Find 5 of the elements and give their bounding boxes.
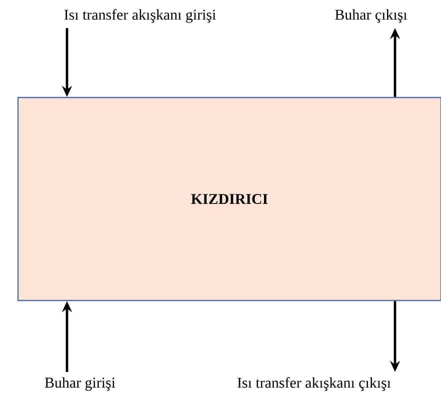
process-box: KIZDIRICI xyxy=(17,96,441,302)
port-label: Buhar girişi xyxy=(44,377,116,391)
port-label: Buhar çıkışı xyxy=(335,9,408,23)
port-label: Isı transfer akışkanı çıkışı xyxy=(238,377,391,391)
port-label: Isı transfer akışkanı girişi xyxy=(64,9,216,23)
